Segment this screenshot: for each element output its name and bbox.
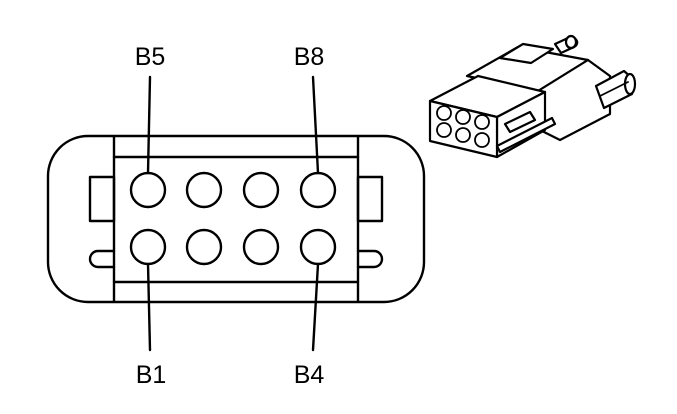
iso-lock-tab [503,110,537,134]
leader-line-b4 [311,262,320,352]
iso-cavity-1 [436,105,452,121]
iso-lower-rail [495,116,557,154]
pin-label-b1: B1 [136,361,167,389]
iso-cavity-3 [474,114,490,130]
leader-line-b8 [311,75,320,175]
pin-cavity-b8 [299,171,337,209]
iso-cavity-2 [455,109,471,125]
left-key-slot [88,249,116,269]
right-key-slot [356,249,384,269]
pin-cavity-b2 [185,228,223,266]
leader-line-b1 [146,262,152,352]
right-latch-window [356,175,384,223]
pin-cavity-b5 [129,171,167,209]
connector-isometric-illustration [428,34,637,159]
iso-cavity-6 [474,132,490,148]
pin-label-b4: B4 [294,361,325,389]
pin-cavity-b4 [299,228,337,266]
pin-cavity-b1 [129,228,167,266]
iso-cavity-5 [455,127,471,143]
left-latch-window [88,175,116,223]
pin-label-b8: B8 [294,43,325,71]
pin-cavity-b7 [242,171,280,209]
iso-latch-end [623,72,637,96]
pin-cavity-b6 [185,171,223,209]
connector-face: B5 B8 B1 B4 [46,43,426,389]
pin-cavity-b3 [242,228,280,266]
iso-cavity-4 [436,122,452,138]
iso-top-pin-end [564,34,578,50]
iso-latch-detail [599,81,629,97]
leader-line-b5 [146,75,152,175]
pin-label-b5: B5 [135,43,166,71]
iso-top-ridge [498,42,555,65]
connector-housing [46,134,426,304]
